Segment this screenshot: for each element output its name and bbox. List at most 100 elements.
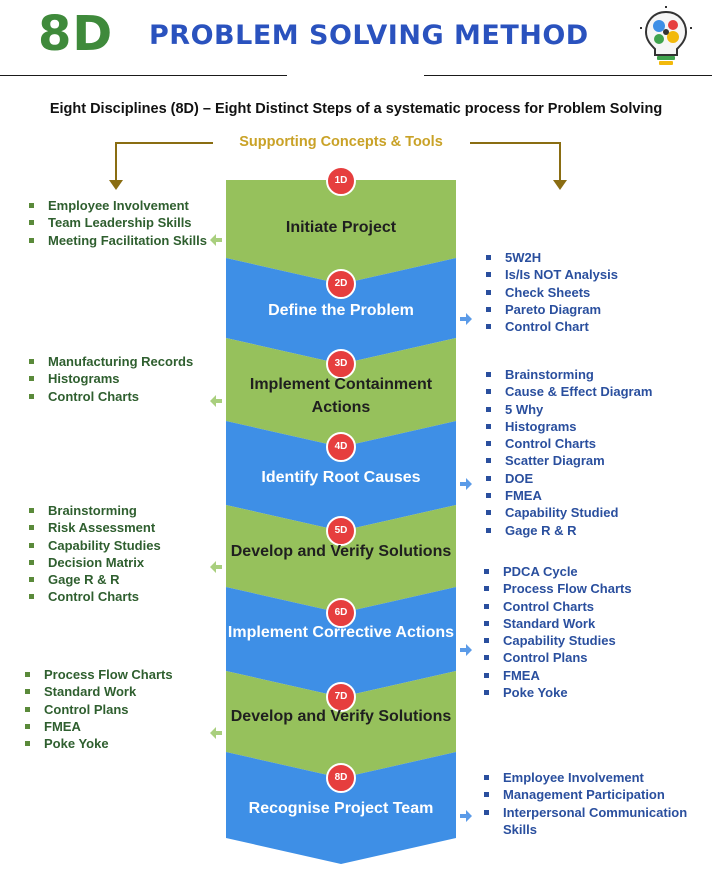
tool-item: Capability Studies — [26, 537, 161, 554]
arrow-right-8d — [460, 810, 472, 822]
tool-item: Decision Matrix — [26, 554, 161, 571]
arrow-left-3d — [210, 395, 222, 407]
supporting-connectors — [109, 142, 567, 190]
tool-item: Brainstorming — [26, 502, 161, 519]
tool-item: FMEA — [483, 487, 652, 504]
subtitle: Eight Disciplines (8D) – Eight Distinct … — [49, 101, 663, 117]
step-title-3d: Implement Containment Actions — [249, 376, 433, 416]
step-band-1d — [226, 180, 456, 284]
lightbulb-gears-icon — [640, 6, 692, 65]
step-title-8d: Recognise Project Team — [248, 800, 434, 817]
step-band-4d — [226, 421, 456, 531]
step-band-3d — [226, 338, 456, 447]
step-bands — [226, 180, 456, 864]
badge-circle-2d — [326, 269, 356, 299]
tool-item: Manufacturing Records — [26, 353, 193, 370]
connector-right-arrowhead — [553, 180, 567, 190]
tool-item: Interpersonal Communication Skills — [481, 804, 712, 839]
arrow-left-7d — [210, 727, 222, 739]
step-band-7d — [226, 671, 456, 778]
badge-circle-5d — [326, 516, 356, 546]
tool-item: Histograms — [483, 418, 652, 435]
main-title: PROBLEM SOLVING METHOD — [149, 20, 589, 51]
tool-arrows — [210, 234, 472, 822]
step-badges — [326, 166, 356, 793]
arrow-right-2d — [460, 313, 472, 325]
connector-left-arrowhead — [109, 180, 123, 190]
tool-item: Gage R & R — [483, 522, 652, 539]
tool-item: Standard Work — [22, 683, 173, 700]
badge-circle-7d — [326, 682, 356, 712]
step-badge-4d: 4D — [334, 441, 348, 452]
tool-item: Brainstorming — [483, 366, 652, 383]
tool-item: 5 Why — [483, 401, 652, 418]
tool-item: Scatter Diagram — [483, 452, 652, 469]
tool-item: Control Charts — [26, 388, 193, 405]
step-title-4d: Identify Root Causes — [261, 469, 421, 486]
logo-8d: 8D — [38, 6, 114, 62]
step-title-5d: Develop and Verify Solutions — [230, 543, 452, 560]
tool-item: Control Charts — [481, 598, 632, 615]
badge-circle-3d — [326, 349, 356, 379]
tool-item: Standard Work — [481, 615, 632, 632]
arrow-left-1d — [210, 234, 222, 246]
step-badge-6d: 6D — [334, 607, 348, 618]
step-band-2d — [226, 258, 456, 364]
header-divider-left — [0, 75, 287, 76]
tool-item: Employee Involvement — [481, 769, 712, 786]
tool-item: Poke Yoke — [481, 684, 632, 701]
header: 8D PROBLEM SOLVING METHOD — [0, 0, 712, 80]
tool-item: Process Flow Charts — [481, 580, 632, 597]
step-title-1d: Initiate Project — [285, 219, 397, 236]
tool-item: DOE — [483, 470, 652, 487]
arrow-left-5d — [210, 561, 222, 573]
step-title-2d: Define the Problem — [268, 302, 414, 319]
tool-item: Control Plans — [22, 701, 173, 718]
step-band-8d — [226, 752, 456, 864]
tool-item: Control Plans — [481, 649, 632, 666]
step-badge-7d: 7D — [334, 691, 348, 702]
step-badge-1d: 1D — [334, 175, 348, 186]
tool-item: FMEA — [481, 667, 632, 684]
tool-item: Capability Studied — [483, 504, 652, 521]
badge-circle-6d — [326, 598, 356, 628]
tool-item: Process Flow Charts — [22, 666, 173, 683]
tool-item: Capability Studies — [481, 632, 632, 649]
header-divider-right — [424, 75, 712, 76]
step-title-7d: Develop and Verify Solutions — [230, 708, 452, 725]
tool-item: Check Sheets — [483, 284, 618, 301]
step-band-6d — [226, 587, 456, 697]
supporting-concepts-label: Supporting Concepts & Tools — [239, 134, 443, 150]
connector-right-line — [470, 142, 561, 180]
badge-circle-1d — [326, 166, 356, 196]
tool-item: Is/Is NOT Analysis — [483, 266, 618, 283]
arrow-right-6d — [460, 644, 472, 656]
badge-circle-8d — [326, 763, 356, 793]
badge-circle-4d — [326, 432, 356, 462]
tool-item: Meeting Facilitation Skills — [26, 232, 207, 249]
tool-item: Control Charts — [483, 435, 652, 452]
tool-item: Pareto Diagram — [483, 301, 618, 318]
tool-item: Control Charts — [26, 588, 161, 605]
step-badge-5d: 5D — [334, 525, 348, 536]
tool-item: 5W2H — [483, 249, 618, 266]
tool-item: Management Participation — [481, 786, 712, 803]
tool-item: PDCA Cycle — [481, 563, 632, 580]
tool-item: FMEA — [22, 718, 173, 735]
tool-item: Gage R & R — [26, 571, 161, 588]
tool-item: Histograms — [26, 370, 193, 387]
step-badge-2d: 2D — [334, 278, 348, 289]
step-badge-3d: 3D — [334, 358, 348, 369]
tool-item: Employee Involvement — [26, 197, 207, 214]
tool-item: Cause & Effect Diagram — [483, 383, 652, 400]
step-badge-8d: 8D — [334, 772, 348, 783]
